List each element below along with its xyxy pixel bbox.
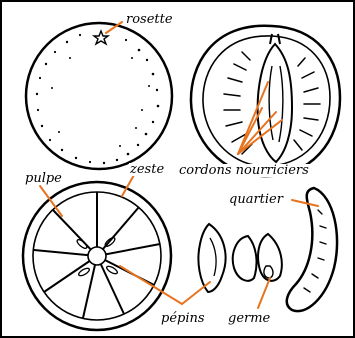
label-pepins: pépins <box>160 312 206 325</box>
label-quartier: quartier <box>228 193 284 206</box>
skin-pores <box>36 34 160 164</box>
pip-whole <box>198 224 225 292</box>
halved-orange <box>191 26 340 176</box>
leader-quartier <box>292 200 318 206</box>
leader-zeste <box>122 175 134 196</box>
whole-orange <box>26 23 172 169</box>
pip-half-right <box>258 234 282 281</box>
label-pulpe: pulpe <box>24 172 63 185</box>
leader-pepins-1 <box>120 266 182 304</box>
label-germe: germe <box>227 312 271 325</box>
label-rosette: rosette <box>125 13 174 26</box>
segment-veins <box>304 210 326 292</box>
leader-pepins-2 <box>182 282 210 304</box>
leader-germe <box>258 278 270 308</box>
orange-cross-section <box>23 182 171 330</box>
pip-half-left <box>233 236 257 281</box>
orange-segment <box>287 188 337 311</box>
label-cordons-nourriciers: cordons nourriciers <box>178 164 310 177</box>
germ-icon <box>264 266 273 278</box>
label-zeste: zeste <box>129 163 165 176</box>
